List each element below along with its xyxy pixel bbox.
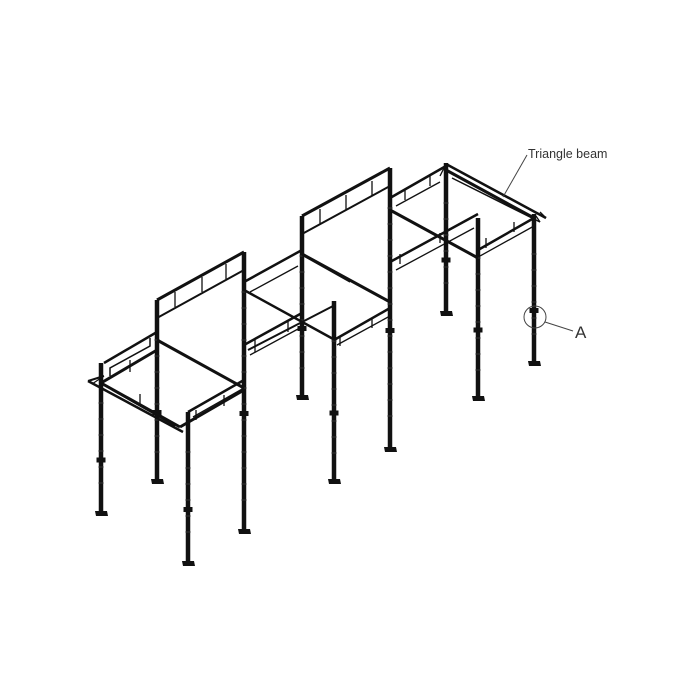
base-plate [528, 361, 541, 366]
post-bracket [297, 326, 307, 331]
pullup-bar [301, 166, 391, 218]
triangle-beam-callout: Triangle beam [502, 147, 607, 198]
post-bracket [329, 410, 339, 416]
connector-rail [247, 304, 336, 351]
connector-rail [249, 328, 299, 356]
triangle-beam-left [91, 377, 102, 385]
base-plate [472, 396, 485, 401]
top-beam [301, 252, 391, 304]
base-plate [95, 511, 108, 516]
post-bracket [529, 308, 539, 313]
base-plate [151, 479, 164, 484]
base-plate [384, 447, 397, 452]
pullup-bar [156, 250, 245, 302]
mid-rail [301, 254, 351, 283]
side-rail [187, 378, 245, 414]
post-bracket [441, 257, 451, 263]
lower-rail [111, 389, 176, 427]
detail-a-leader [544, 321, 574, 332]
triangle-beam-leader [502, 154, 528, 198]
triangle-beam [439, 163, 447, 177]
connector-rail [249, 265, 299, 293]
base-plate [440, 311, 453, 316]
base-plate [296, 395, 309, 400]
side-rail [103, 330, 158, 365]
side-rail [333, 306, 391, 342]
triangle-beam [451, 177, 541, 223]
lower-rail [336, 315, 391, 346]
post-bracket [96, 457, 106, 463]
lower-rail [192, 387, 245, 418]
triangle-beam [535, 215, 541, 223]
triangle-beam-label: Triangle beam [528, 147, 607, 161]
connector-rail [395, 227, 475, 271]
top-beam [243, 288, 336, 342]
lower-rail [479, 225, 535, 257]
connector-rail [243, 311, 303, 347]
top-beam [156, 338, 245, 390]
side-rail [389, 164, 447, 200]
detail-a-label: A [575, 323, 587, 342]
side-rail [477, 216, 535, 252]
connector-rail [389, 212, 479, 264]
post-bracket [239, 411, 249, 416]
triangle-beam [445, 162, 547, 220]
connector-rail [243, 248, 303, 284]
base-plate [182, 561, 195, 566]
triangle-beam-left [87, 375, 105, 382]
base-plate [238, 529, 251, 534]
top-beam [389, 208, 479, 260]
rig-frame [87, 162, 547, 566]
top-beam [179, 388, 245, 429]
detail-a-callout: A [523, 305, 587, 342]
post-bracket [385, 328, 395, 333]
triangle-beam-left [87, 379, 184, 434]
detail-a-circle [523, 305, 547, 329]
pullup-rail [156, 269, 245, 319]
side-rail [395, 181, 441, 207]
triangle-beam [539, 211, 547, 219]
post-bracket [183, 507, 193, 512]
top-beam [445, 168, 535, 220]
side-rail-brace [109, 338, 151, 376]
base-plate [328, 479, 341, 484]
top-beam [100, 348, 158, 385]
post-bracket [473, 327, 483, 333]
